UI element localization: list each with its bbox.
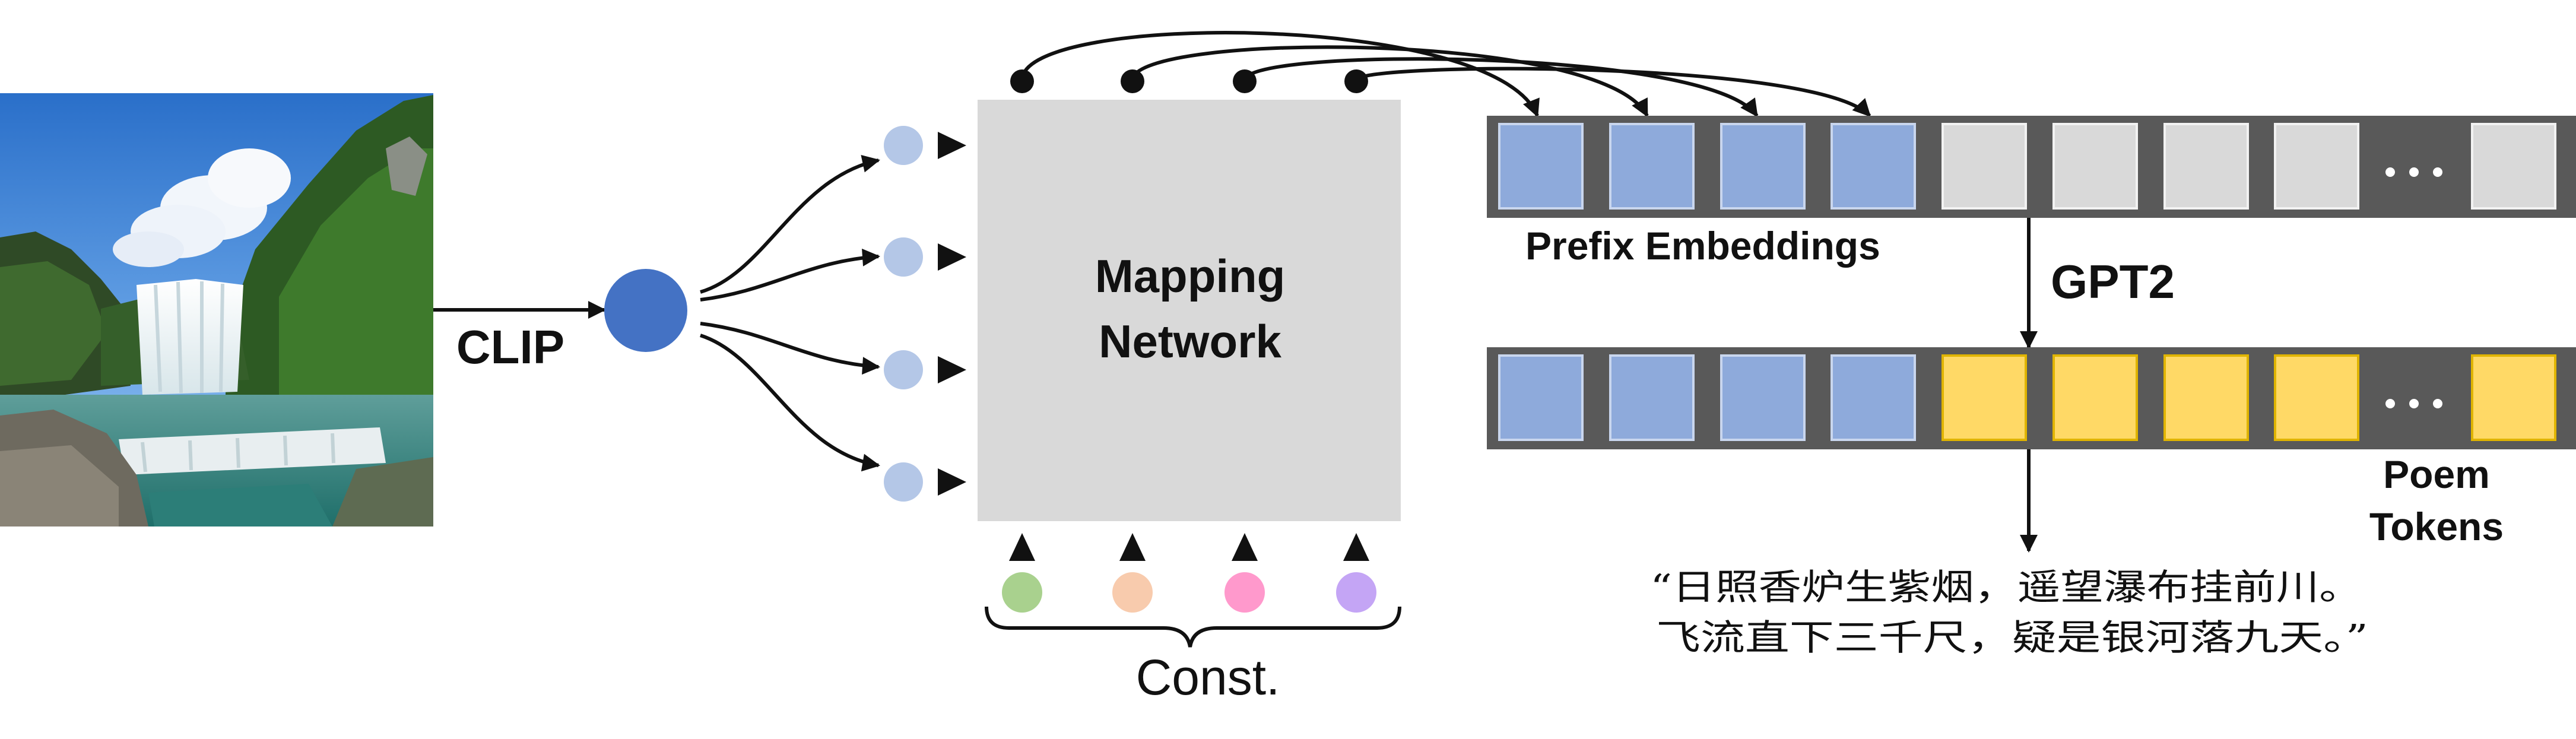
skip-connection-arcs: [1020, 31, 1871, 118]
up-triangle-icon: [1232, 533, 1258, 561]
ellipsis-dot: [2433, 167, 2442, 177]
clip-label: CLIP: [456, 321, 564, 373]
skip-connection-dots: [1010, 69, 1368, 93]
fan-out-arrows: [700, 155, 880, 472]
output-token-bar: [1487, 347, 2576, 449]
poem-token-yellow: [2274, 354, 2359, 441]
const-node-purple: [1336, 572, 1376, 613]
waterfall-photo: [0, 93, 433, 527]
output-token-blue: [1498, 354, 1584, 441]
ellipsis-dot: [2385, 167, 2395, 177]
gpt2-label: GPT2: [2051, 255, 2175, 308]
const-node-green: [1002, 572, 1042, 613]
mapping-network-label-line1: Mapping: [1095, 250, 1286, 302]
poem-line-2: 飞流直下三千尺，疑是银河落九天。”: [1656, 617, 2368, 659]
prefix-token-grey: [1941, 123, 2027, 210]
mapping-network-label-line2: Network: [1099, 315, 1281, 367]
poem-token-yellow: [2471, 354, 2556, 441]
prefix-token-blue: [1498, 123, 1584, 210]
ellipsis-dot: [2385, 399, 2395, 408]
right-triangle-icon: [938, 468, 966, 496]
const-label: Const.: [1136, 649, 1280, 705]
const-node-pink: [1224, 572, 1265, 613]
prefix-token-grey: [2471, 123, 2556, 210]
prefix-embedding-bar: [1487, 116, 2576, 218]
poem-token-yellow: [2163, 354, 2249, 441]
output-token-blue: [1609, 354, 1695, 441]
ellipsis-dot: [2409, 399, 2419, 408]
prefix-input-nodes: [884, 126, 966, 502]
poem-line-1: “日照香炉生紫烟，遥望瀑布挂前川。: [1650, 567, 2362, 608]
up-triangle-icon: [1343, 533, 1369, 561]
ellipsis-dot: [2409, 167, 2419, 177]
light-blue-node: [884, 237, 923, 277]
prefix-token-blue: [1720, 123, 1806, 210]
up-triangle-icon: [1009, 533, 1035, 561]
const-inputs: [1002, 533, 1376, 613]
right-triangle-icon: [938, 356, 966, 383]
ellipsis-dot: [2433, 399, 2442, 408]
mapping-network-box: [978, 100, 1401, 521]
prefix-token-grey: [2163, 123, 2249, 210]
right-triangle-icon: [938, 243, 966, 271]
prefix-token-blue: [1609, 123, 1695, 210]
light-blue-node: [884, 126, 923, 165]
const-node-orange: [1112, 572, 1153, 613]
output-token-blue: [1720, 354, 1806, 441]
prefix-token-grey: [2274, 123, 2359, 210]
clip-embedding-circle: [604, 269, 687, 352]
light-blue-node: [884, 350, 923, 389]
poem-token-yellow: [1941, 354, 2027, 441]
prefix-token-grey: [2052, 123, 2138, 210]
prefix-token-blue: [1831, 123, 1916, 210]
light-blue-node: [884, 462, 923, 502]
poem-tokens-label-line2: Tokens: [2369, 505, 2504, 548]
up-triangle-icon: [1119, 533, 1146, 561]
prefix-embeddings-label: Prefix Embeddings: [1525, 224, 1880, 268]
output-token-blue: [1831, 354, 1916, 441]
right-triangle-icon: [938, 132, 966, 159]
const-brace: [985, 606, 1401, 648]
poem-tokens-label-line1: Poem: [2383, 452, 2490, 496]
poem-token-yellow: [2052, 354, 2138, 441]
